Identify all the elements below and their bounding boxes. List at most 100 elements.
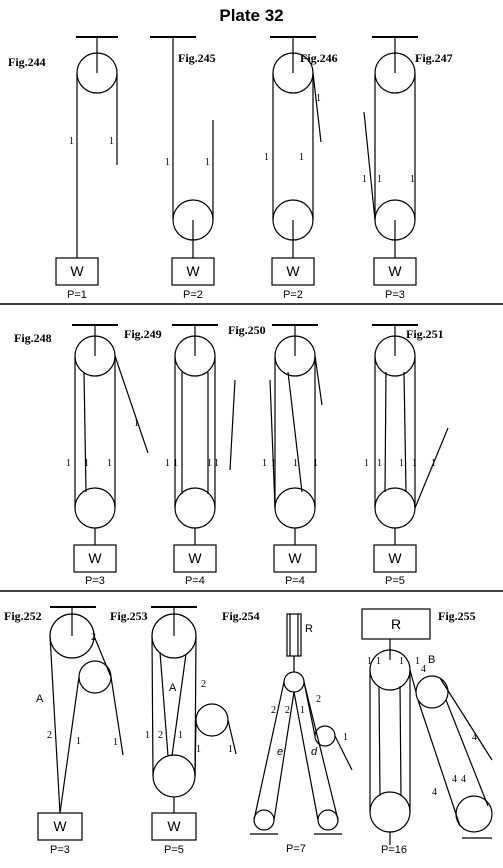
rope-mark: 4 bbox=[452, 774, 457, 785]
rope bbox=[253, 681, 285, 821]
rope-mark: 1 bbox=[84, 458, 89, 469]
weight-label: W bbox=[286, 263, 300, 279]
weight-label: W bbox=[388, 263, 402, 279]
figure-254: Fig.254 R 2 2 1 2 1 e d P=7 bbox=[222, 609, 353, 855]
rope-mark: 1 bbox=[343, 732, 348, 743]
power-label: P=1 bbox=[67, 289, 87, 301]
plate-title: Plate 32 bbox=[219, 6, 284, 25]
weight-label: W bbox=[186, 263, 200, 279]
rope-mark: 2 bbox=[91, 632, 96, 643]
rope-mark: 1 bbox=[165, 458, 170, 469]
rope-mark: 1 bbox=[364, 458, 369, 469]
rope-mark: 4 bbox=[461, 774, 466, 785]
figure-249: Fig.249 1 1 1 1 W P=4 bbox=[124, 324, 236, 587]
power-label: P=3 bbox=[50, 844, 70, 856]
side-pulley bbox=[314, 725, 336, 747]
figure-label: Fig.250 bbox=[228, 323, 266, 337]
rope-mark: 1 bbox=[145, 730, 150, 741]
weight-label: W bbox=[288, 550, 302, 566]
rope-mark: 1 bbox=[431, 458, 436, 469]
weight-label: W bbox=[88, 550, 102, 566]
rope-mark: 1 bbox=[415, 656, 420, 667]
rope bbox=[384, 371, 387, 493]
figure-label: Fig.253 bbox=[110, 609, 148, 623]
weight-box bbox=[273, 544, 317, 573]
rope-mark: 1 bbox=[69, 136, 74, 147]
rope bbox=[227, 719, 237, 755]
rope-mark: 1 bbox=[173, 458, 178, 469]
rope-mark: 2 bbox=[271, 705, 276, 716]
rope-mark: 1 bbox=[299, 152, 304, 163]
rope-mark: 1 bbox=[262, 458, 267, 469]
movable-pulley bbox=[374, 487, 416, 529]
rope bbox=[417, 699, 461, 827]
rope bbox=[49, 635, 61, 814]
rope-mark: 2 bbox=[47, 730, 52, 741]
rope bbox=[303, 681, 316, 737]
figure-label: Fig.247 bbox=[415, 51, 453, 65]
figure-244: Fig.244 1 1 W P=1 bbox=[8, 36, 118, 301]
rope-mark: 2 bbox=[158, 730, 163, 741]
weight-box bbox=[171, 257, 215, 286]
rope-mark: 1 bbox=[205, 157, 210, 168]
rope-mark: 1 bbox=[66, 458, 71, 469]
weight-box bbox=[151, 812, 197, 841]
letter-a: A bbox=[36, 693, 44, 705]
rope bbox=[334, 735, 353, 771]
movable-pulley bbox=[152, 754, 196, 798]
power-label: P=2 bbox=[183, 289, 203, 301]
rope bbox=[293, 691, 319, 821]
weight-label: W bbox=[388, 550, 402, 566]
weight-box bbox=[373, 257, 417, 286]
weight-box bbox=[55, 257, 99, 286]
rope-mark: 1 bbox=[399, 656, 404, 667]
side-pulley bbox=[195, 703, 229, 737]
power-label: P=5 bbox=[164, 844, 184, 856]
rope bbox=[269, 379, 276, 509]
rope bbox=[303, 681, 339, 821]
power-label: P=5 bbox=[385, 575, 405, 587]
weight-box bbox=[73, 544, 117, 573]
weight-box bbox=[37, 812, 83, 841]
rope bbox=[194, 719, 197, 777]
figure-247: Fig.247 1 1 1 W P=3 bbox=[362, 36, 453, 301]
rope-mark: 1 bbox=[300, 705, 305, 716]
weight-label: W bbox=[70, 263, 84, 279]
rope-mark: 2 bbox=[285, 705, 290, 716]
movable-pulley bbox=[174, 487, 216, 529]
figure-253: Fig.253 2 1 2 1 1 1 A W P=5 bbox=[110, 606, 237, 856]
rope-mark: 1 bbox=[264, 152, 269, 163]
figure-248: Fig.248 1 1 1 1 W P=3 bbox=[14, 324, 149, 587]
rope bbox=[171, 653, 187, 757]
figure-250: Fig.250 1 1 1 1 W P=4 bbox=[228, 323, 323, 587]
rope bbox=[114, 355, 149, 454]
figure-252: Fig.252 2 2 1 1 A W P=3 bbox=[4, 606, 124, 856]
rope bbox=[287, 371, 303, 493]
rope-mark: 1 bbox=[134, 418, 139, 429]
rope-mark: 1 bbox=[376, 656, 381, 667]
rope-mark: 1 bbox=[113, 737, 118, 748]
b-pulley bbox=[415, 675, 449, 709]
figure-label: Fig.255 bbox=[438, 609, 476, 623]
lower-pulley bbox=[369, 791, 411, 833]
rope-mark: 1 bbox=[377, 174, 382, 185]
rope-mark: 1 bbox=[165, 157, 170, 168]
rope-mark: 1 bbox=[362, 174, 367, 185]
rope-mark: 4 bbox=[472, 732, 477, 743]
top-pulley bbox=[283, 671, 305, 693]
rope-mark: 1 bbox=[196, 744, 201, 755]
rope-mark: 1 bbox=[367, 656, 372, 667]
figure-label: Fig.244 bbox=[8, 55, 46, 69]
resistance-label: R bbox=[391, 616, 401, 632]
rope bbox=[59, 676, 80, 814]
figure-246: Fig.246 1 1 1 W P=2 bbox=[264, 36, 338, 301]
rope-mark: 1 bbox=[107, 458, 112, 469]
rope bbox=[378, 685, 381, 797]
rope bbox=[403, 371, 407, 493]
weight-box bbox=[173, 544, 217, 573]
rope bbox=[409, 669, 417, 693]
rope-mark: 4 bbox=[432, 787, 437, 798]
weight-label: W bbox=[53, 818, 67, 834]
